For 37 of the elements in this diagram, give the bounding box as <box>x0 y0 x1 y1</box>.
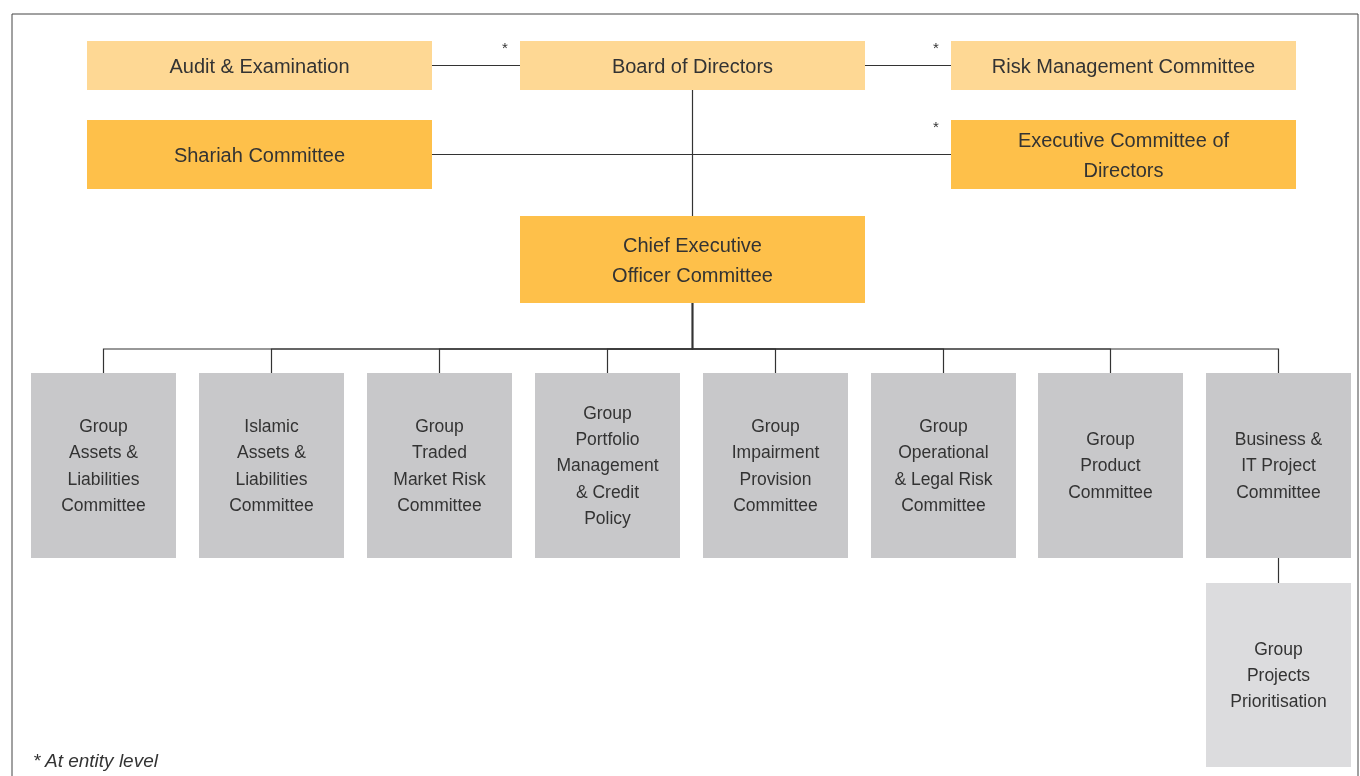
committee-name: Group Operational & Legal Risk Committee <box>893 415 994 517</box>
committee-box <box>1038 373 1183 558</box>
committee-name: Chief Executive Officer Committee <box>611 232 774 288</box>
committee-box <box>871 373 1016 558</box>
committee-name: Group Projects Prioritisation <box>1229 637 1328 714</box>
connector-line <box>864 64 952 67</box>
committee-box <box>535 373 680 558</box>
committee-box <box>367 373 512 558</box>
committee-name: Group Traded Market Risk Committee <box>392 415 487 517</box>
committee-name: Shariah Committee <box>173 142 346 168</box>
committee-name: Board of Directors <box>611 53 774 79</box>
connector-line <box>431 64 521 67</box>
committee-box <box>87 120 432 189</box>
connector-line <box>691 89 694 217</box>
committee-name: Business & IT Project Committee <box>1233 428 1324 504</box>
connector-line <box>431 153 952 156</box>
committee-box <box>199 373 344 558</box>
committee-name: Group Impairment Provision Committee <box>730 415 821 517</box>
committee-name: Executive Committee of Directors <box>1016 127 1231 183</box>
connector-line <box>1277 557 1280 584</box>
committee-box <box>1206 583 1351 767</box>
asterisk-mark: * <box>933 38 939 58</box>
committee-box <box>520 216 865 303</box>
committee-name: Islamic Assets & Liabilities Committee <box>228 415 315 517</box>
asterisk-mark: * <box>933 117 939 137</box>
committee-name: Audit & Examination <box>169 53 350 79</box>
committee-name: Group Product Committee <box>1067 428 1154 504</box>
committee-box <box>1206 373 1351 558</box>
footnote: * At entity level <box>33 750 158 772</box>
committee-name: Group Assets & Liabilities Committee <box>60 415 147 517</box>
committee-box <box>31 373 176 558</box>
committee-box <box>87 41 432 90</box>
committee-name: Group Portfolio Management & Credit Policy <box>556 401 659 530</box>
committee-name: Risk Management Committee <box>991 53 1256 79</box>
asterisk-mark: * <box>502 38 508 58</box>
connector-line <box>691 302 1280 374</box>
committee-box <box>703 373 848 558</box>
